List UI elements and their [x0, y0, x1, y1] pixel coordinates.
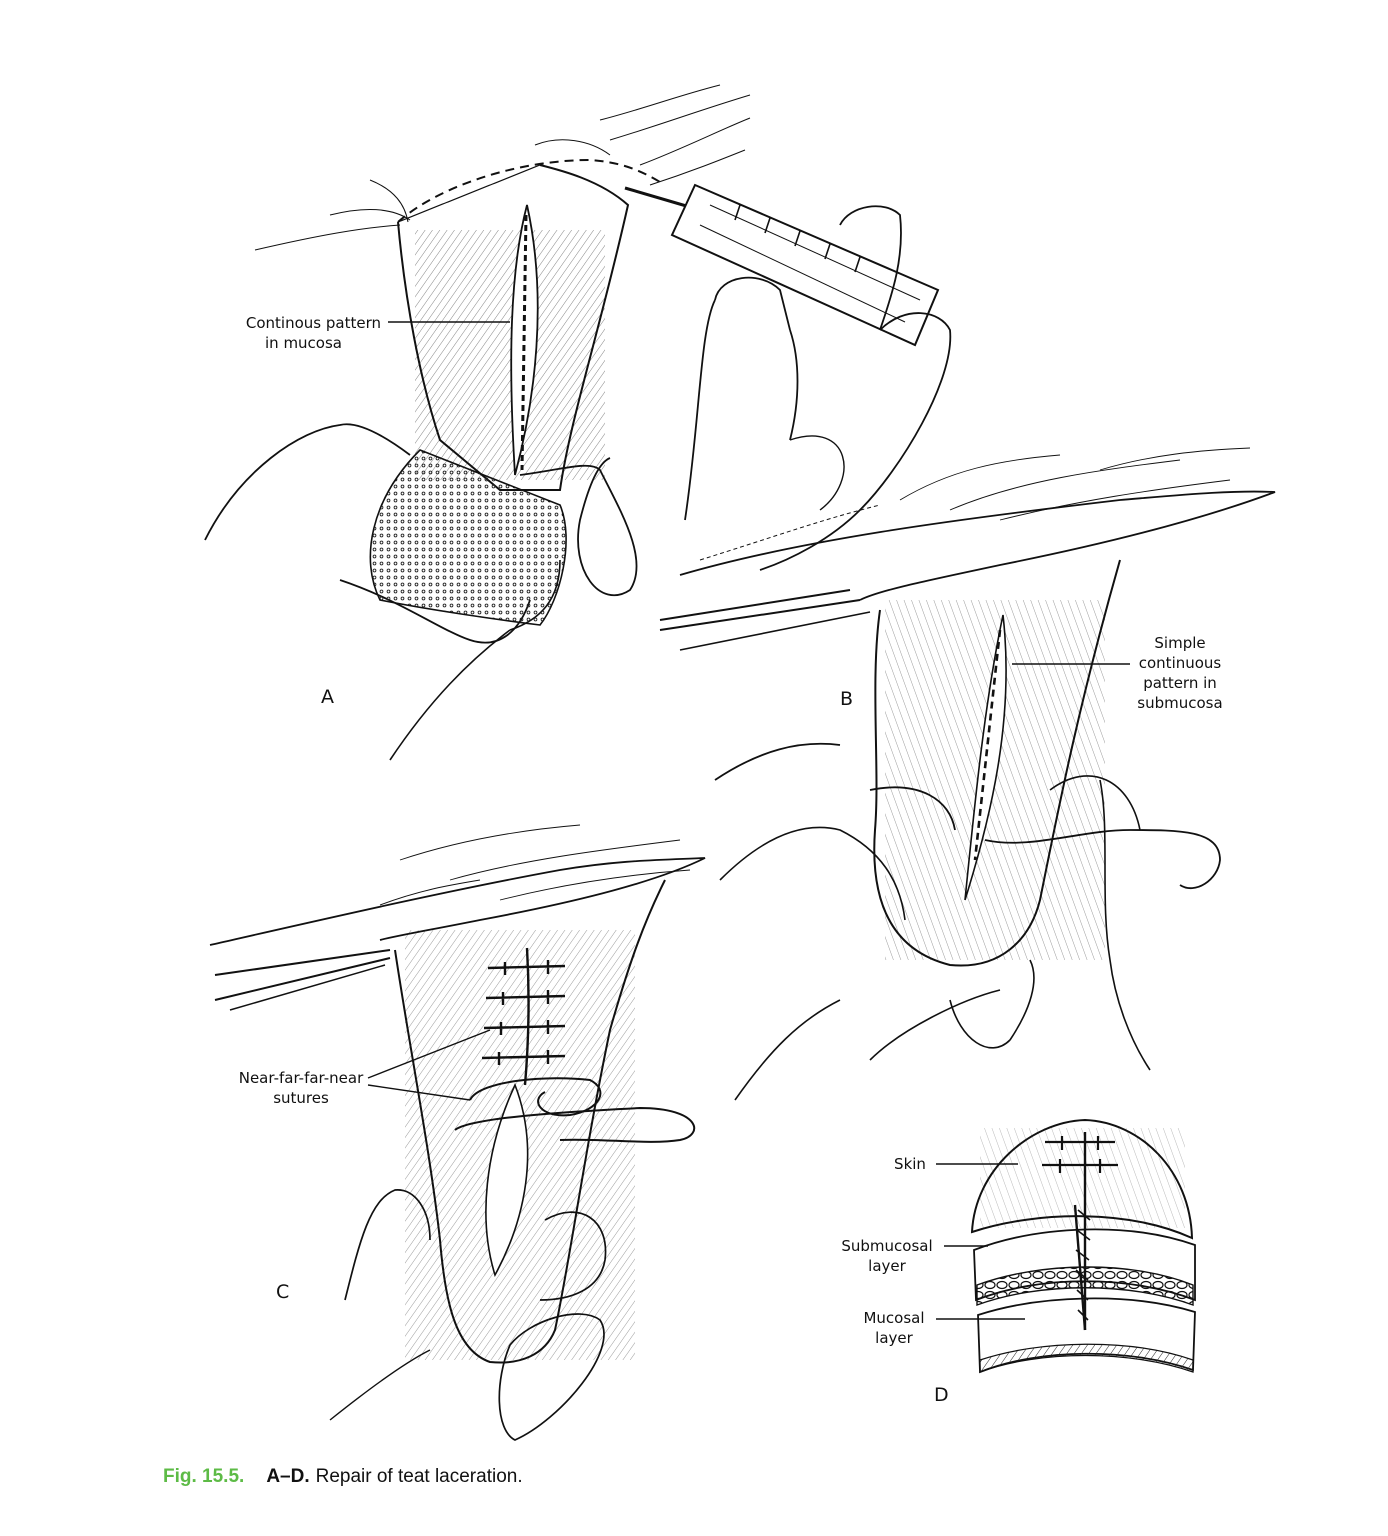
label-d-submucosal: Submucosal layer: [835, 1236, 939, 1276]
panel-a-udder-hair: [254, 84, 751, 251]
leader-c-lower: [367, 1084, 471, 1101]
label-b-submucosa-line3: pattern in: [1143, 674, 1217, 692]
label-c-sutures-line1: Near-far-far-near: [238, 1069, 364, 1087]
panel-label-c: C: [276, 1281, 290, 1303]
label-c-sutures: Near-far-far-near sutures: [232, 1068, 370, 1108]
label-b-submucosa-line1: Simple: [1154, 634, 1206, 652]
caption-parts: A–D.: [266, 1466, 310, 1487]
caption-figure-number: Fig. 15.5.: [163, 1466, 245, 1487]
label-b-submucosa-line4: submucosa: [1137, 694, 1223, 712]
label-d-skin-text: Skin: [894, 1155, 926, 1173]
leader-c-upper: [367, 1029, 491, 1079]
figure-caption: Fig. 15.5. A–D.Repair of teat laceration.: [163, 1466, 523, 1488]
label-d-skin: Skin: [880, 1154, 940, 1174]
panel-label-d: D: [934, 1384, 949, 1406]
panel-a-drawing: [204, 84, 952, 761]
panel-label-b: B: [840, 688, 854, 710]
label-d-mucosal-line2: layer: [875, 1329, 913, 1347]
label-a-mucosa-line2: in mucosa: [265, 334, 342, 352]
label-b-submucosa-line2: continuous: [1138, 654, 1222, 672]
panel-d-drawing: [970, 1118, 1196, 1374]
leader-lines: [367, 321, 1130, 1320]
panel-c-drawing: [209, 824, 706, 1441]
label-a-mucosa-line1: Continous pattern: [245, 314, 381, 332]
panel-label-a: A: [321, 686, 334, 708]
label-d-submucosal-line1: Submucosal: [841, 1237, 933, 1255]
label-c-sutures-line2: sutures: [273, 1089, 329, 1107]
label-d-mucosal-line1: Mucosal: [863, 1309, 925, 1327]
syringe: [624, 183, 940, 347]
label-d-submucosal-line2: layer: [868, 1257, 906, 1275]
near-far-far-near-sutures: [481, 960, 566, 1065]
panel-b-drawing: [659, 447, 1276, 1101]
label-d-mucosal: Mucosal layer: [852, 1308, 936, 1348]
label-b-submucosa: Simple continuous pattern in submucosa: [1124, 633, 1236, 713]
label-a-mucosa: Continous pattern in mucosa: [226, 313, 381, 353]
caption-text: Repair of teat laceration.: [315, 1466, 523, 1487]
